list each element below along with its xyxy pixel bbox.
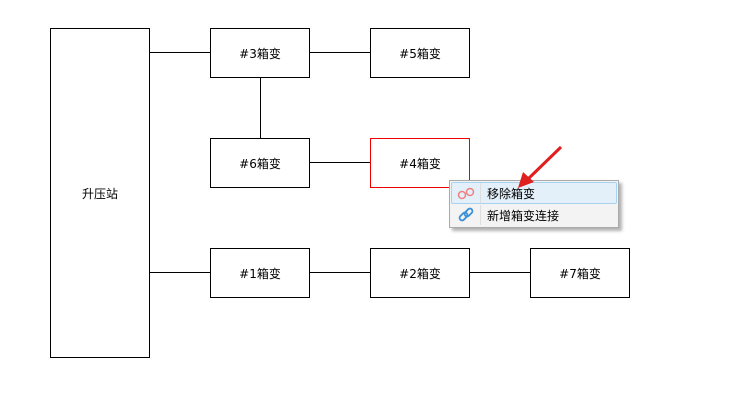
menu-item-label: 新增箱变连接 xyxy=(487,208,560,223)
connector xyxy=(150,52,210,53)
station-label: 升压站 xyxy=(81,186,118,201)
menu-item-remove-transformer[interactable]: 移除箱变 xyxy=(451,182,617,204)
connector xyxy=(260,77,261,138)
transformer-7[interactable]: #7箱变 xyxy=(530,248,630,298)
context-menu: 移除箱变 新增箱变连接 xyxy=(449,180,619,228)
connector xyxy=(310,52,370,53)
box-label: #3箱变 xyxy=(239,46,281,61)
box-label: #6箱变 xyxy=(239,156,281,171)
connector xyxy=(150,272,210,273)
transformer-4-selected[interactable]: #4箱变 xyxy=(370,138,470,188)
box-label: #1箱变 xyxy=(239,266,281,281)
connector xyxy=(310,162,370,163)
menu-item-add-connection[interactable]: 新增箱变连接 xyxy=(451,204,617,226)
connector xyxy=(470,272,530,273)
connector xyxy=(310,272,370,273)
box-label: #4箱变 xyxy=(399,156,441,171)
box-label: #7箱变 xyxy=(559,266,601,281)
booster-station[interactable]: 升压站 xyxy=(50,28,150,358)
broken-link-icon xyxy=(452,183,481,203)
box-label: #5箱变 xyxy=(399,46,441,61)
link-icon xyxy=(452,205,481,225)
transformer-2[interactable]: #2箱变 xyxy=(370,248,470,298)
menu-item-label: 移除箱变 xyxy=(487,186,536,201)
transformer-5[interactable]: #5箱变 xyxy=(370,28,470,78)
box-label: #2箱变 xyxy=(399,266,441,281)
transformer-1[interactable]: #1箱变 xyxy=(210,248,310,298)
transformer-6[interactable]: #6箱变 xyxy=(210,138,310,188)
